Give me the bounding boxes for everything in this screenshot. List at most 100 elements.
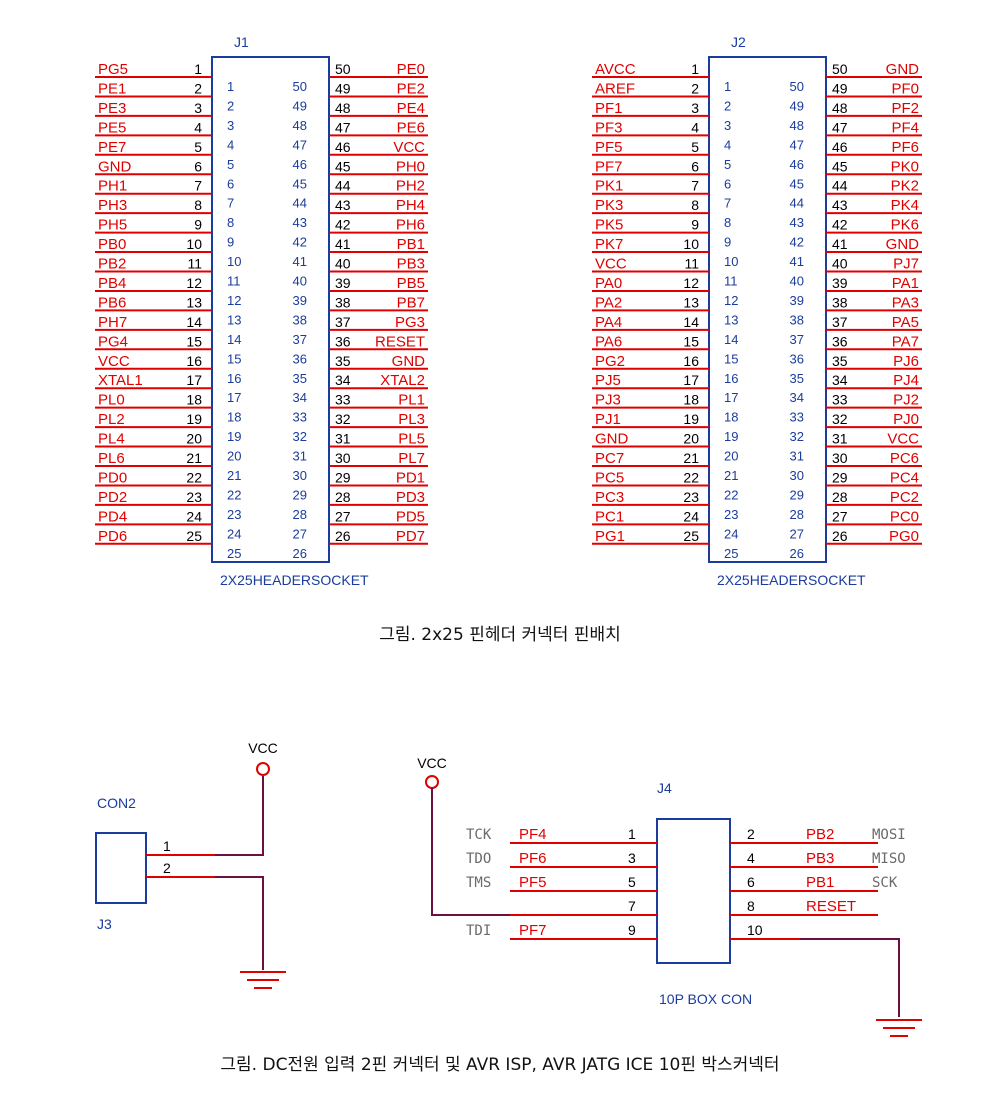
- j2-inner-left-number: 13: [724, 312, 738, 327]
- j1-inner-left-number: 1: [227, 79, 234, 94]
- j1-inner-left-number: 12: [227, 293, 241, 308]
- j1-inner-right-number: 29: [293, 487, 307, 502]
- j1-inner-left-number: 6: [227, 176, 234, 191]
- j4-ref: J4: [657, 780, 672, 796]
- j2-inner-left-number: 22: [724, 487, 738, 502]
- j2-left-net-label: VCC: [595, 256, 627, 273]
- j2-inner-left-number: 5: [724, 157, 731, 172]
- j3-vcc-wire: [215, 776, 264, 856]
- j2-right-pin-number: 32: [832, 411, 848, 427]
- j2-left-pin-number: 12: [683, 275, 699, 291]
- j1-inner-right-number: 35: [293, 371, 307, 386]
- j1-left-net-label: PG4: [98, 333, 128, 350]
- j1-right-net-label: XTAL2: [380, 372, 425, 389]
- j1-right-net-label: PB1: [397, 236, 425, 253]
- j2-right-pin-number: 35: [832, 353, 848, 369]
- j4-signal-name: SCK: [872, 875, 898, 891]
- j2-inner-right-number: 30: [790, 468, 804, 483]
- j2-left-pin-number: 10: [683, 236, 699, 252]
- j1-inner-right-number: 37: [293, 332, 307, 347]
- j1-inner-left-number: 16: [227, 371, 241, 386]
- j2-left-net-label: PC1: [595, 508, 624, 525]
- j1-inner-left-number: 4: [227, 137, 234, 152]
- j4-pin-number: 8: [747, 898, 755, 914]
- j1-inner-left-number: 3: [227, 118, 234, 133]
- j2-left-pin-number: 7: [691, 178, 699, 194]
- j2-right-net-label: PC2: [890, 489, 919, 506]
- j4-part-label: 10P BOX CON: [659, 991, 752, 1007]
- j1-right-net-label: PH2: [396, 178, 425, 195]
- j1-inner-right-number: 40: [293, 274, 307, 289]
- j2-left-pin-number: 23: [683, 489, 699, 505]
- j1-right-pin-number: 33: [335, 392, 351, 408]
- j1-left-pin-number: 9: [194, 217, 202, 233]
- j2-right-pin-number: 37: [832, 314, 848, 330]
- j1-left-pin-number: 11: [187, 256, 202, 272]
- j2-inner-left-number: 2: [724, 98, 731, 113]
- j2-inner-left-number: 9: [724, 235, 731, 250]
- j2-left-net-label: PJ3: [595, 392, 621, 409]
- j1-left-net-label: GND: [98, 158, 132, 175]
- j1-left-net-label: PB4: [98, 275, 126, 292]
- j1-inner-left-number: 19: [227, 429, 241, 444]
- j2-inner-left-number: 17: [724, 390, 738, 405]
- j1-right-net-label: RESET: [375, 333, 425, 350]
- j1-inner-right-number: 32: [293, 429, 307, 444]
- j4-signal-name: MISO: [872, 851, 906, 867]
- j1-inner-left-number: 20: [227, 449, 241, 464]
- j1-right-net-label: PG3: [395, 314, 425, 331]
- j1-left-pin-number: 1: [194, 61, 202, 77]
- j4-signal-name: TDI: [466, 923, 491, 939]
- j1-inner-left-number: 10: [227, 254, 241, 269]
- j2-inner-left-number: 14: [724, 332, 738, 347]
- j2-inner-left-number: 25: [724, 546, 738, 561]
- j2-inner-right-number: 42: [790, 235, 804, 250]
- j2-right-net-label: PC6: [890, 450, 919, 467]
- j1-inner-left-number: 21: [227, 468, 241, 483]
- j2-right-net-label: VCC: [887, 431, 919, 448]
- j2-right-pin-number: 41: [832, 236, 848, 252]
- j2-inner-right-number: 48: [790, 118, 804, 133]
- j2-left-net-label: PA0: [595, 275, 622, 292]
- j1-right-net-label: PE6: [397, 119, 425, 136]
- j2-inner-right-number: 37: [790, 332, 804, 347]
- j2-left-net-label: PK7: [595, 236, 623, 253]
- j1-inner-left-number: 7: [227, 196, 234, 211]
- j4-pin-number: 2: [747, 826, 755, 842]
- j2-right-net-label: PK0: [891, 158, 919, 175]
- j2-left-net-label: PC7: [595, 450, 624, 467]
- j2-right-pin-number: 28: [832, 489, 848, 505]
- j1-left-net-label: PD2: [98, 489, 127, 506]
- j2-left-pin-number: 21: [683, 450, 699, 466]
- j2-right-net-label: GND: [886, 236, 920, 253]
- j1-inner-left-number: 18: [227, 410, 241, 425]
- j1-inner-right-number: 47: [293, 137, 307, 152]
- j1-right-pin-number: 27: [335, 508, 351, 524]
- j1-right-pin-number: 41: [335, 236, 351, 252]
- j4-signal-name: TMS: [466, 875, 491, 891]
- j1-inner-right-number: 50: [293, 79, 307, 94]
- j1-right-net-label: VCC: [393, 139, 425, 156]
- j2-left-net-label: GND: [595, 431, 629, 448]
- j2-left-net-label: PF7: [595, 158, 623, 175]
- j1-left-pin-number: 25: [186, 528, 202, 544]
- j4-net-label: PF5: [519, 874, 547, 891]
- j2-inner-left-number: 18: [724, 410, 738, 425]
- j4-net-label: PF6: [519, 850, 547, 867]
- j2-inner-right-number: 44: [790, 196, 804, 211]
- j2-right-net-label: PJ7: [893, 256, 919, 273]
- j3-ground-symbol: [240, 971, 286, 989]
- j1-part-label: 2X25HEADERSOCKET: [220, 572, 369, 588]
- j2-left-net-label: AVCC: [595, 61, 636, 78]
- j4-gnd-wire: [800, 938, 900, 1017]
- j1-right-net-label: PL3: [398, 411, 425, 428]
- j2-left-pin-number: 8: [691, 197, 699, 213]
- j2-right-pin-number: 49: [832, 80, 848, 96]
- j1-right-pin-number: 35: [335, 353, 351, 369]
- j2-left-pin-number: 4: [691, 119, 699, 135]
- j2-right-pin-number: 33: [832, 392, 848, 408]
- j1-left-pin-number: 6: [194, 158, 202, 174]
- j1-inner-left-number: 17: [227, 390, 241, 405]
- j1-right-pin-number: 37: [335, 314, 351, 330]
- j1-right-net-label: PH6: [396, 217, 425, 234]
